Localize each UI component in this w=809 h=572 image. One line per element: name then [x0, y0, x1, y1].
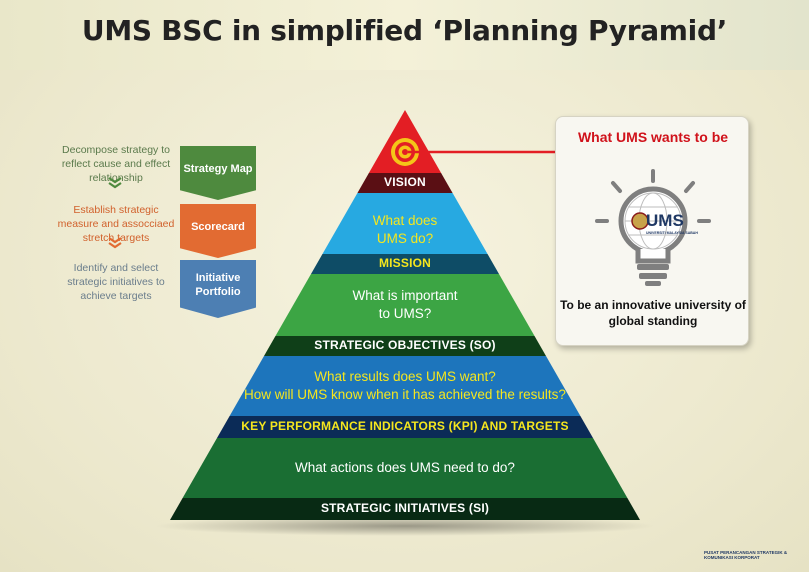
key-performance-indicators-kpi-and-targets-band	[229, 356, 581, 416]
chevron-down-icon	[108, 237, 122, 249]
strategic-initiatives-si-label: STRATEGIC INITIATIVES (SI)	[320, 501, 490, 515]
ums-logo-subtext: UNIVERSITI MALAYSIA SABAH	[646, 231, 698, 235]
page-title: UMS BSC in simplified ‘Planning Pyramid’	[81, 14, 728, 47]
vision-label-band	[357, 173, 453, 193]
mission-label: MISSION	[378, 256, 432, 270]
key-performance-indicators-kpi-and-targets-label-band	[217, 416, 593, 438]
scorecard-label: Scorecard	[191, 221, 245, 233]
initiative-portfolio-stage: Initiative Portfolio	[180, 260, 256, 318]
strategic-initiatives-si-question: What actions does UMS need to do?	[295, 460, 515, 475]
mission-band	[322, 193, 488, 254]
footer-line-1: PUSAT PERANCANGAN STRATEGIK &	[704, 550, 788, 555]
header-band	[0, 0, 809, 70]
ums-logo-text: UMS	[646, 211, 684, 230]
vision-statement: To be an innovative university of global…	[560, 298, 746, 328]
strategic-objectives-so-label-band	[264, 336, 546, 356]
strategic-objectives-so-band	[275, 274, 535, 336]
initiative-portfolio-label: Initiative Portfolio	[195, 272, 241, 298]
strategic-objectives-so-label: STRATEGIC OBJECTIVES (SO)	[314, 338, 496, 352]
target-icon	[391, 138, 419, 166]
lightbulb-icon	[595, 169, 711, 286]
footer-line-2: KOMUNIKASI KORPORAT	[704, 555, 760, 560]
strategic-initiatives-si-label-band	[170, 498, 640, 520]
strategic-initiatives-si-band	[182, 438, 628, 498]
strategy-map-stage: Strategy Map	[180, 146, 256, 200]
scorecard-description: Establish strategic measure and assoccia…	[57, 204, 175, 244]
ums-crest-icon	[631, 212, 649, 230]
mission-label-band	[311, 254, 499, 274]
vision-callout: What UMS wants to be UMS UNIVERSITI MALA…	[555, 116, 749, 346]
footer-logo: PUSAT PERANCANGAN STRATEGIK & KOMUNIKASI…	[704, 550, 787, 560]
key-performance-indicators-kpi-and-targets-label: KEY PERFORMANCE INDICATORS (KPI) AND TAR…	[241, 419, 569, 433]
pyramid-shadow	[155, 516, 655, 536]
strategy-map-label: Strategy Map	[183, 163, 253, 175]
vision-label: VISION	[384, 175, 426, 189]
chevron-down-icon	[108, 177, 122, 189]
strategy-map-description: Decompose strategy to reflect cause and …	[61, 144, 171, 184]
key-performance-indicators-kpi-and-targets-question: What results does UMS want?How will UMS …	[244, 369, 566, 402]
initiative-portfolio-description: Identify and select strategic initiative…	[67, 262, 165, 302]
scorecard-stage: Scorecard	[180, 204, 256, 258]
callout-title: What UMS wants to be	[577, 129, 729, 145]
